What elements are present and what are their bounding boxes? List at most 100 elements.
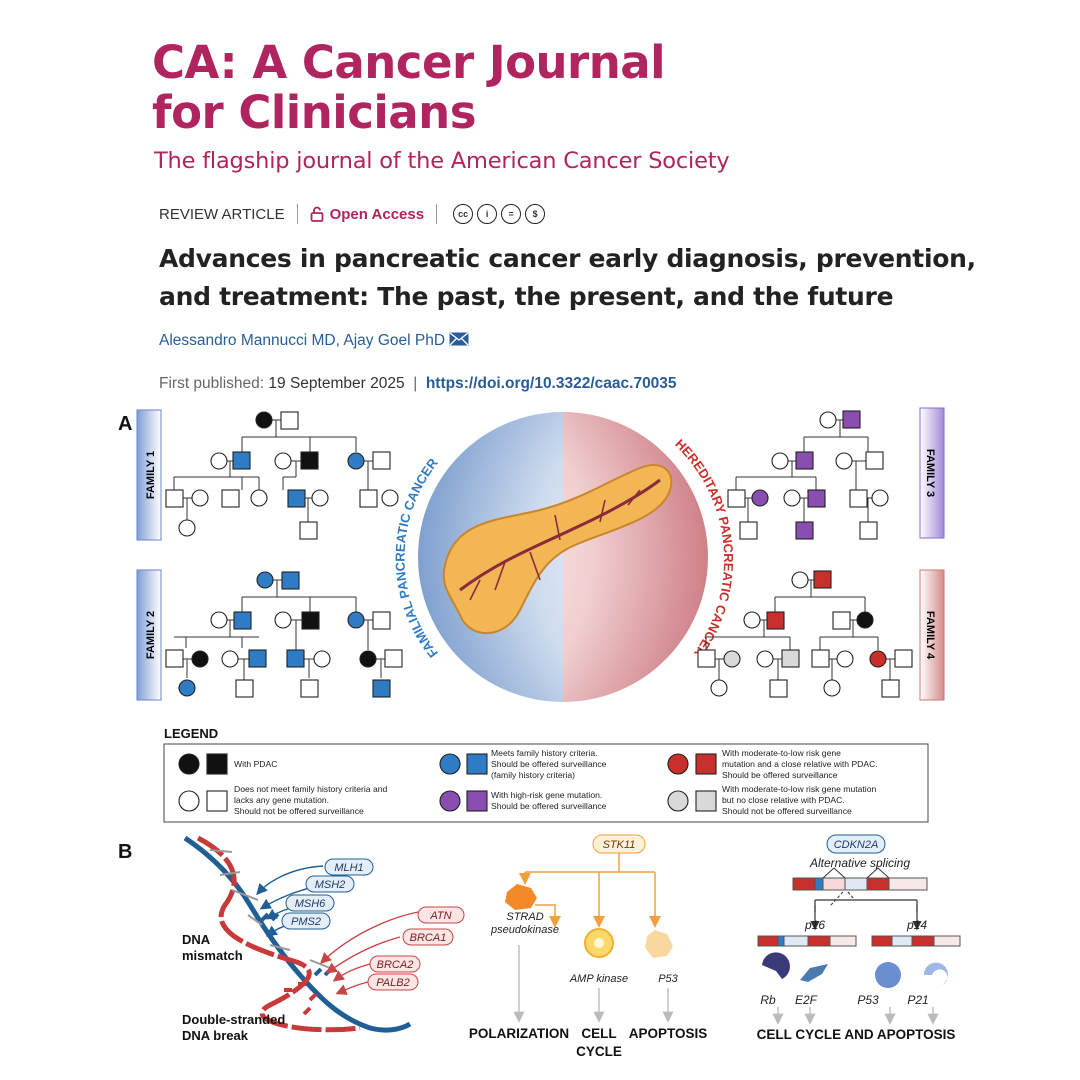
unaffected-male-symbol	[881, 679, 900, 698]
legend-fh-square	[466, 753, 488, 775]
pdac-female-symbol	[191, 650, 209, 668]
unaffected-female-symbol	[381, 489, 399, 507]
gene-pill	[402, 928, 454, 946]
stk11-pathway: STK11 STRAD pseudokinase AMP kinase P53 …	[469, 834, 707, 1059]
gray-male-symbol	[781, 649, 800, 668]
unaffected-female-symbol	[250, 489, 268, 507]
doi-link[interactable]: https://doi.org/10.3322/caac.70035	[425, 375, 677, 392]
label-p53: P53	[658, 973, 678, 985]
by-icon: i	[477, 204, 498, 224]
p16-transcript	[757, 935, 857, 947]
gene-pill	[305, 875, 355, 893]
fh-female-symbol	[256, 571, 274, 589]
unaffected-male-symbol	[372, 451, 391, 470]
legend-none-square	[206, 790, 228, 812]
journal-title: CA: A Cancer Journal for Clinicians	[152, 38, 666, 139]
pedigree-family-2	[165, 571, 403, 698]
label-break-1: Double-stranded	[182, 1012, 285, 1027]
gene-mlh1: MLH1	[334, 862, 363, 874]
pdac-female-symbol	[255, 411, 273, 429]
unaffected-female-symbol	[710, 679, 728, 697]
unaffected-female-symbol	[836, 650, 854, 668]
article-type: REVIEW ARTICLE	[159, 205, 285, 223]
divider	[436, 204, 438, 224]
pdac-female-symbol	[856, 611, 874, 629]
article-title: Advances in pancreatic cancer early diag…	[159, 240, 979, 316]
label-strad: STRAD	[506, 911, 543, 923]
gene-pill	[367, 973, 419, 991]
legend-mod-norel-text-3: Should not be offered surveillance	[722, 806, 852, 816]
out-cycle: CYCLE	[576, 1044, 622, 1059]
p14-transcript	[871, 935, 961, 947]
label-p21: P21	[907, 993, 928, 1007]
unaffected-male-symbol	[235, 679, 254, 698]
label-mismatch-1: DNA	[182, 932, 211, 947]
p53-protein	[645, 930, 673, 958]
author-list: Alessandro Mannucci MD, Ajay Goel PhD	[159, 332, 469, 350]
open-access-label: Open Access	[329, 205, 425, 223]
family-1-label: FAMILY 1	[145, 451, 157, 499]
unaffected-male-symbol	[221, 489, 240, 508]
legend-pdac-circle	[178, 753, 200, 775]
published-date: 19 September 2025	[268, 375, 405, 392]
high-risk-male-symbol	[842, 410, 861, 429]
legend-fh-text-3: (family history criteria)	[491, 770, 575, 780]
author-link[interactable]: Ajay Goel PhD	[343, 332, 446, 349]
unaffected-female-symbol	[835, 452, 853, 470]
p53-protein-b	[875, 962, 901, 988]
unaffected-female-symbol	[210, 611, 228, 629]
unaffected-female-symbol	[743, 611, 761, 629]
label-p16: p16	[804, 918, 825, 932]
unaffected-male-symbol	[372, 611, 391, 630]
unaffected-female-symbol	[819, 411, 837, 429]
dna-helix	[183, 835, 412, 1033]
unaffected-male-symbol	[300, 679, 319, 698]
legend-texts: With PDAC Does not meet family history c…	[234, 748, 878, 816]
open-access-badge[interactable]: Open Access	[310, 205, 425, 223]
label-break-2: DNA break	[182, 1028, 249, 1043]
label-splicing: Alternative splicing	[809, 856, 910, 870]
author-link[interactable]: Alessandro Mannucci MD	[159, 332, 336, 349]
mail-icon[interactable]	[449, 332, 469, 346]
p21-protein	[923, 962, 948, 985]
gene-pill	[826, 834, 886, 854]
pdac-male-symbol	[300, 451, 319, 470]
unaffected-female-symbol	[311, 489, 329, 507]
out-cell-cycle-apoptosis: CELL CYCLE AND APOPTOSIS	[757, 1027, 956, 1042]
figure: A FAMILY 1 FAMILY 2 FAMILY 3 FAMILY 4 FA…	[118, 407, 961, 1059]
label-pseudokinase: pseudokinase	[490, 924, 559, 936]
pdac-male-symbol	[301, 611, 320, 630]
unaffected-male-symbol	[769, 679, 788, 698]
legend-mod-rel-text-3: Should be offered surveillance	[722, 770, 838, 780]
unaffected-female-symbol	[274, 452, 292, 470]
unaffected-female-symbol	[313, 650, 331, 668]
unaffected-male-symbol	[697, 649, 716, 668]
ampk-core	[594, 938, 604, 948]
gene-pill	[417, 906, 465, 924]
unaffected-male-symbol	[739, 521, 758, 540]
family-2-label: FAMILY 2	[145, 611, 157, 659]
license-icons[interactable]: cc i = $	[453, 204, 546, 224]
family-3-tab: FAMILY 3	[919, 407, 945, 539]
unaffected-male-symbol	[280, 411, 299, 430]
unaffected-female-symbol	[221, 650, 239, 668]
unaffected-female-symbol	[191, 489, 209, 507]
pedigree-family-1	[165, 411, 399, 540]
legend-pdac-text: With PDAC	[234, 759, 277, 769]
legend-title: LEGEND	[164, 726, 218, 741]
legend-pdac-square	[206, 753, 228, 775]
gene-msh2: MSH2	[315, 879, 346, 891]
high-risk-male-symbol	[795, 451, 814, 470]
legend-mod-rel-square	[695, 753, 717, 775]
fh-female-symbol	[178, 679, 196, 697]
gene-brca1: BRCA1	[410, 932, 447, 944]
out-polarization: POLARIZATION	[469, 1026, 569, 1041]
legend-none-text-2: lacks any gene mutation.	[234, 795, 329, 805]
publication-info: First published: 19 September 2025 | htt…	[159, 375, 677, 392]
unaffected-female-symbol	[178, 519, 196, 537]
journal-title-line2: for Clinicians	[152, 86, 476, 139]
family-4-label: FAMILY 4	[924, 611, 936, 660]
unaffected-male-symbol	[859, 521, 878, 540]
lock-icon	[310, 206, 323, 222]
legend-high-text-1: With high-risk gene mutation.	[491, 790, 602, 800]
